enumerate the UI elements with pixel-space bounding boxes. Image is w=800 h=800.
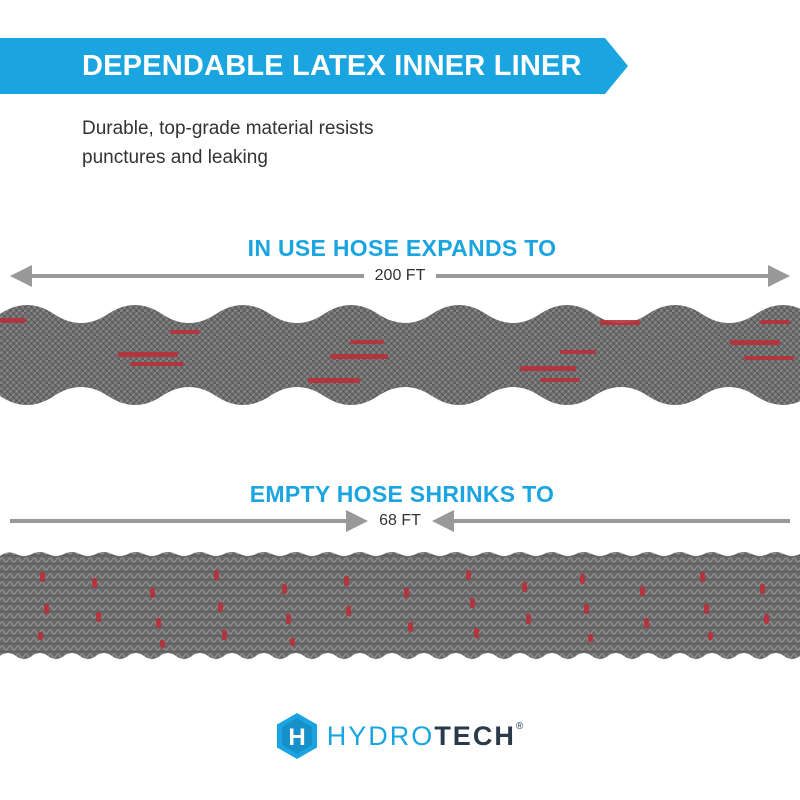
description-line-2: punctures and leaking <box>82 147 268 168</box>
logo-wordmark: HYDROTECH® <box>326 720 526 751</box>
title-banner: DEPENDABLE LATEX INNER LINER <box>0 38 628 94</box>
feature-description: Durable, top-grade material resists punc… <box>82 114 462 172</box>
expand-length: 200 FT <box>0 267 800 285</box>
expand-arrow <box>10 265 790 287</box>
shrink-arrow <box>10 510 790 532</box>
banner-title: DEPENDABLE LATEX INNER LINER <box>82 49 582 82</box>
description-line-1: Durable, top-grade material resists <box>82 118 374 139</box>
banner-shape <box>0 38 628 94</box>
expanded-hose-image <box>0 305 800 405</box>
shrink-length: 68 FT <box>0 512 800 530</box>
svg-text:H: H <box>288 724 305 751</box>
contracted-hose-image <box>0 552 800 659</box>
hydrotech-logo: H HYDROTECH® <box>0 712 800 760</box>
hexagon-logo-icon: H <box>276 713 317 759</box>
shrink-heading: EMPTY HOSE SHRINKS TO <box>249 481 555 507</box>
expand-heading: IN USE HOSE EXPANDS TO <box>247 235 557 261</box>
